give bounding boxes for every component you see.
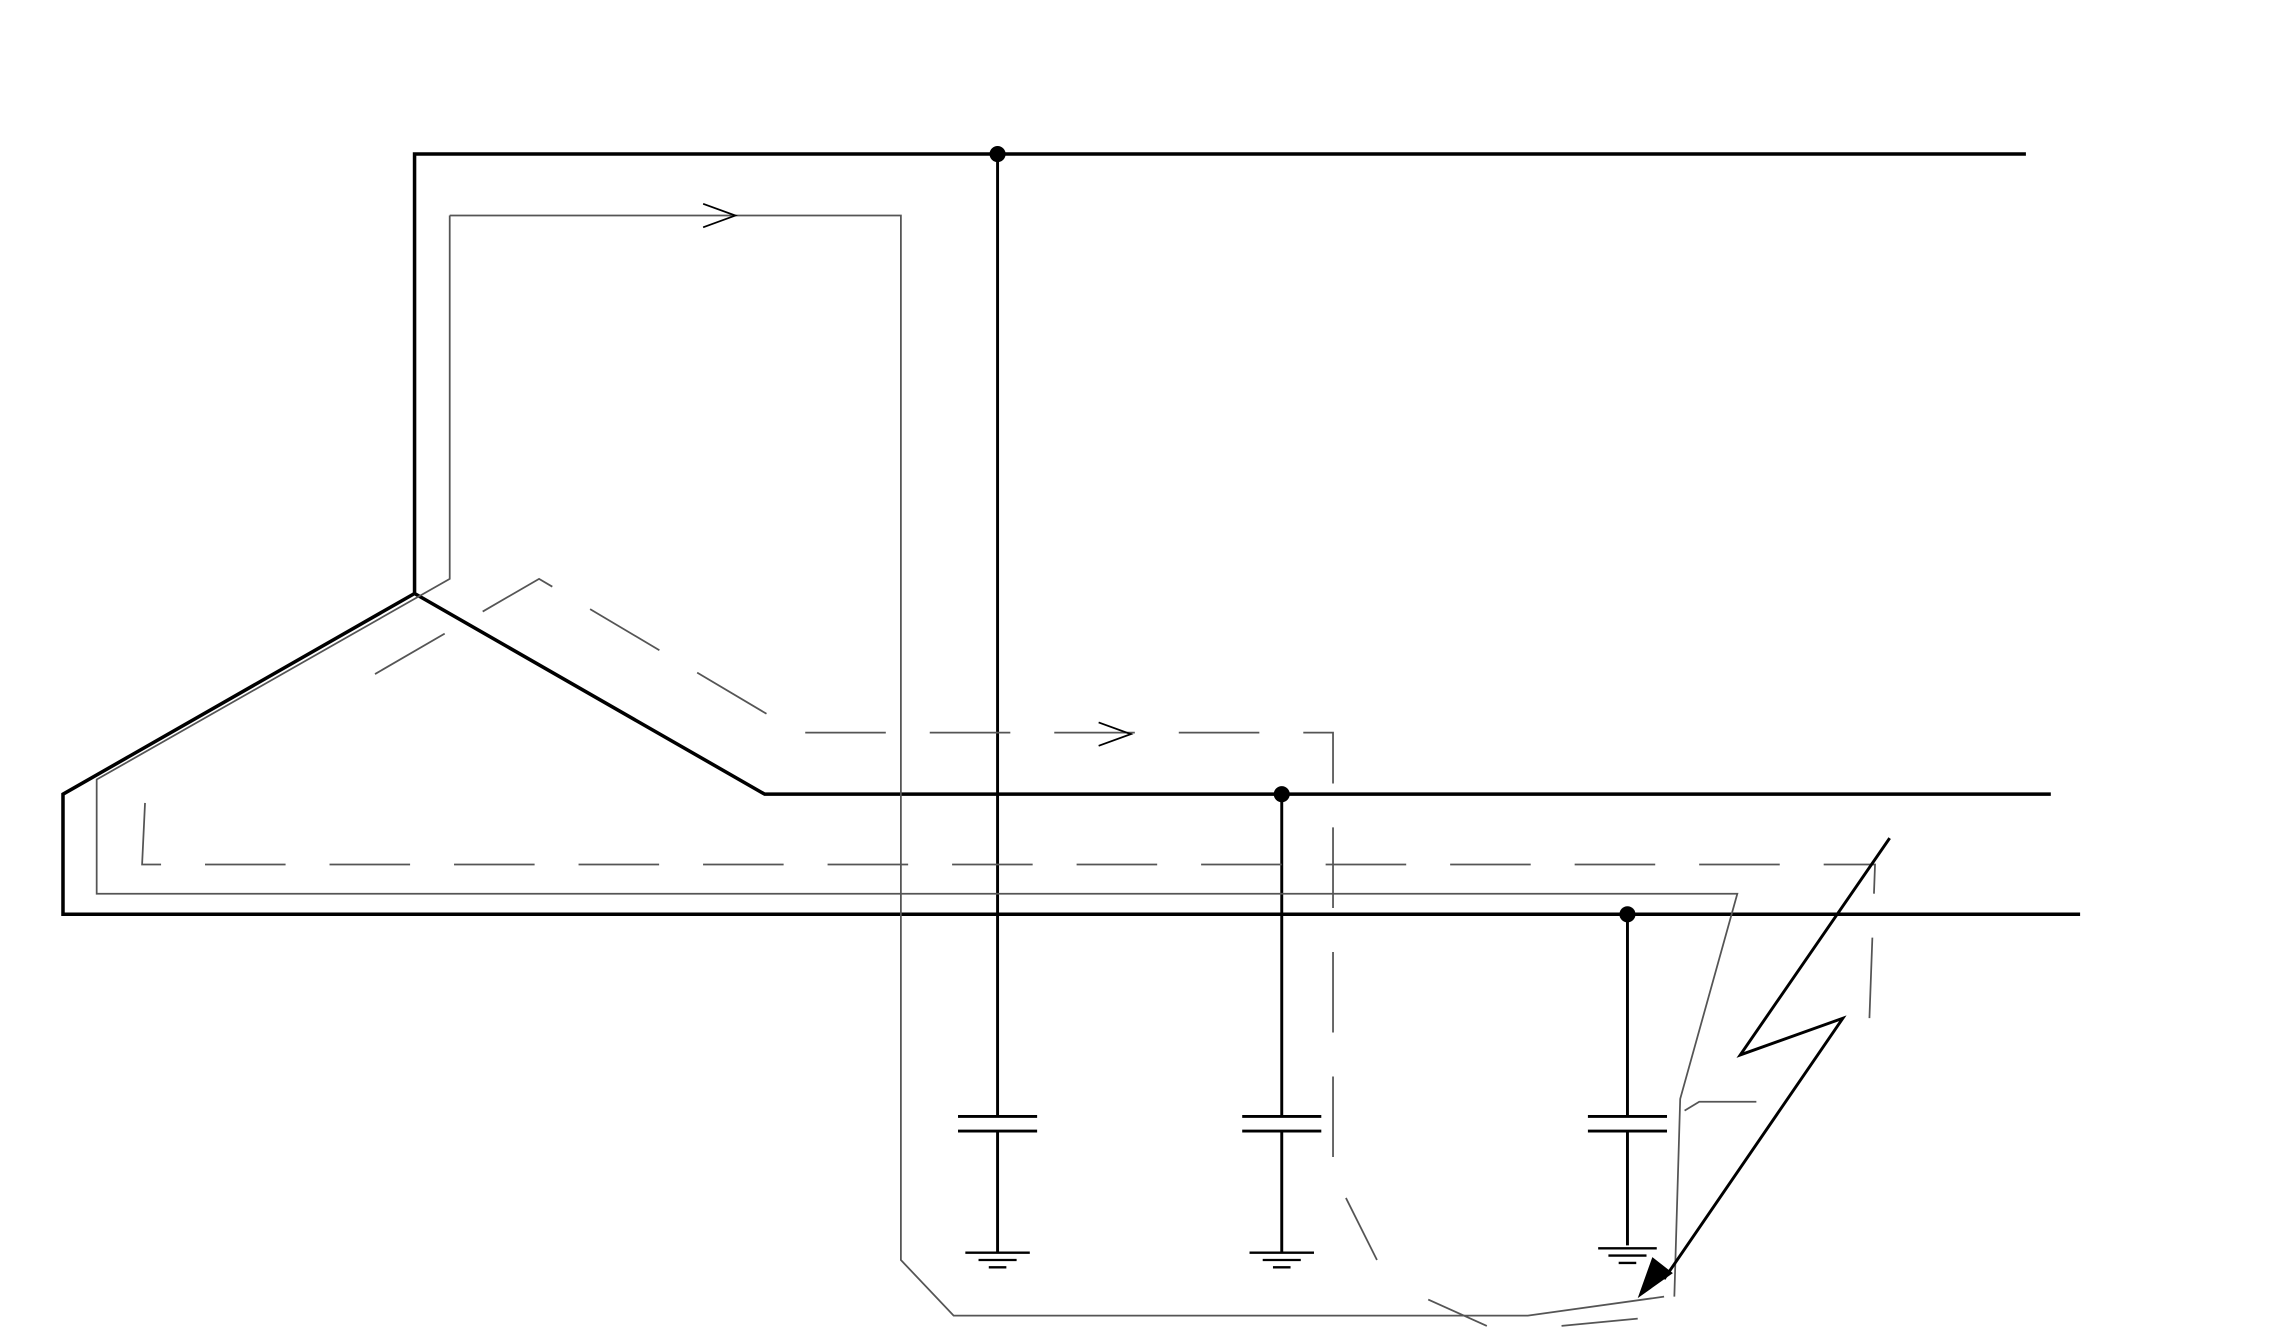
- current-path-b-lower: [141, 802, 1876, 1044]
- current-path-b-upper: [374, 577, 1378, 1261]
- conductors: [61, 152, 2081, 917]
- ground-icon: [1598, 1247, 1657, 1265]
- current-path-a-jog: [1684, 1100, 1757, 1112]
- conductor-lower: [61, 591, 2081, 917]
- junction-dot-2: [1273, 786, 1290, 803]
- current-path-b-tail-2: [1561, 1317, 1638, 1327]
- current-path-dashed: [141, 577, 1876, 1327]
- ground-symbols: [965, 1247, 1657, 1269]
- fault-arrowhead-icon: [1637, 1257, 1673, 1299]
- current-path-a-inner: [449, 214, 1665, 1317]
- junction-dots: [989, 145, 1636, 923]
- fault-bolt: [1662, 837, 1891, 1280]
- arrow-right-icon: [1098, 721, 1134, 747]
- current-path-b-tail: [1427, 1298, 1488, 1327]
- junction-dot-3: [1619, 906, 1636, 923]
- direction-arrows: [702, 203, 1134, 747]
- capacitor-branches: [958, 154, 1668, 1253]
- current-path-solid: [95, 214, 1757, 1317]
- ground-icon: [965, 1251, 1030, 1269]
- junction-dot-1: [989, 145, 1006, 163]
- current-path-a-left: [95, 215, 1739, 1297]
- ground-icon: [1249, 1251, 1314, 1269]
- lightning-bolt-icon: [1637, 837, 1891, 1299]
- arrow-right-icon: [702, 203, 738, 229]
